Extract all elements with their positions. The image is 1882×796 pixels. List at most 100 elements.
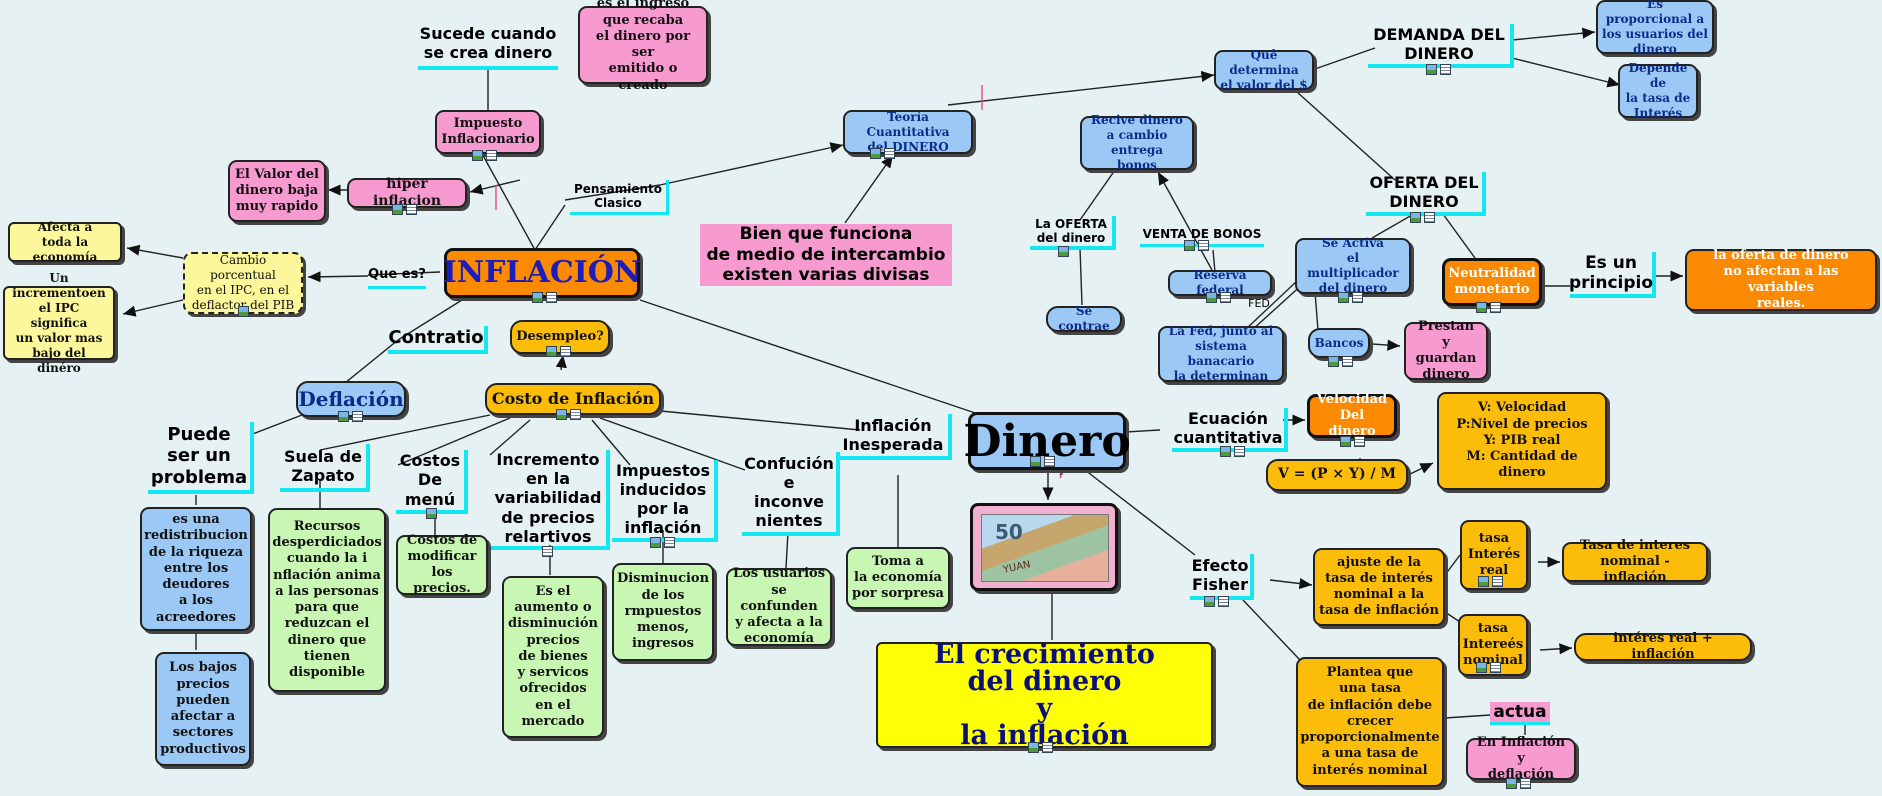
image-icon[interactable] <box>1204 596 1215 607</box>
recive-dinero-node[interactable]: Recive dinero a cambio entrega bonos <box>1080 116 1194 170</box>
image-icon[interactable] <box>426 508 437 519</box>
teoria-cuantitativa-node[interactable]: Teoría Cuantitativa del DINERO <box>843 110 973 154</box>
image-icon[interactable] <box>1030 456 1041 467</box>
toma-sorpresa-node[interactable]: Toma a la economía por sorpresa <box>846 547 950 609</box>
title-line-1: El crecimiento <box>934 641 1155 668</box>
tasa-nominal-def-node[interactable]: intéres real + inflación <box>1574 633 1752 661</box>
depende-tasa-node[interactable]: Depende de la tasa de Interés <box>1618 64 1698 118</box>
image-icon[interactable] <box>338 411 349 422</box>
inflacion-inesperada-label: Inflación Inesperada <box>838 414 952 460</box>
bajos-precios-node[interactable]: Los bajos precios pueden afectar a secto… <box>155 652 251 766</box>
aumento-disminucion-node[interactable]: Es el aumento o disminución precios de b… <box>502 576 604 738</box>
confucion-label: Confución e inconve nientes <box>742 452 840 536</box>
incremento-variabilidad-label: Incremento en la variabilidad de precios… <box>490 450 610 550</box>
image-icon[interactable] <box>1340 436 1351 447</box>
note-icon[interactable] <box>1198 240 1209 251</box>
image-icon[interactable] <box>556 409 567 420</box>
note-icon[interactable] <box>1218 596 1229 607</box>
en-inflacion-deflacion-node[interactable]: En Inflación y deflación <box>1466 738 1576 780</box>
image-icon[interactable] <box>238 306 249 317</box>
proporcional-usuarios-node[interactable]: Es proporcional a los usuarios del diner… <box>1596 0 1714 54</box>
variables-node[interactable]: V: Velocidad P:Nivel de precios Y: PIB r… <box>1437 392 1607 490</box>
note-icon[interactable] <box>1354 436 1365 447</box>
velocidad-dinero-node[interactable]: Velocidad Del dinero <box>1307 394 1397 438</box>
impuesto-inflacionario-node[interactable]: Impuesto Inflacionario <box>435 110 541 154</box>
image-icon[interactable] <box>532 292 543 303</box>
note-icon[interactable] <box>1352 292 1363 303</box>
incremento-ipc-node[interactable]: Un incrementoen el IPC significa un valo… <box>3 286 115 360</box>
image-icon[interactable] <box>1338 292 1349 303</box>
note-icon[interactable] <box>1440 64 1451 75</box>
note-icon[interactable] <box>406 204 417 215</box>
title-line-3: y <box>1037 695 1053 722</box>
deflacion-node[interactable]: Deflación <box>296 381 406 417</box>
se-contrae-node[interactable]: Se contrae <box>1046 306 1122 332</box>
es-un-principio-label: Es un principio <box>1570 252 1656 298</box>
image-icon[interactable] <box>1478 576 1489 587</box>
note-icon[interactable] <box>1492 576 1503 587</box>
money-image: 50 YUAN <box>970 503 1118 591</box>
image-icon[interactable] <box>1476 662 1487 673</box>
image-icon[interactable] <box>870 148 881 159</box>
la-oferta-label: La OFERTA del dinero <box>1030 216 1116 250</box>
la-fed-node[interactable]: La Fed, junto al sistema banacario la de… <box>1158 326 1284 382</box>
note-icon[interactable] <box>664 537 675 548</box>
disminucion-impuestos-node[interactable]: Disminucion de los rmpuestos menos, ingr… <box>612 563 714 661</box>
bancos-node[interactable]: Bancos <box>1308 328 1370 358</box>
neutralidad-node[interactable]: Neutralidad monetario <box>1442 258 1542 306</box>
note-icon[interactable] <box>1424 212 1435 223</box>
image-icon[interactable] <box>1184 240 1195 251</box>
afecta-economia-node[interactable]: Afecta a toda la economía <box>8 222 122 262</box>
image-icon[interactable] <box>546 346 557 357</box>
note-icon[interactable] <box>486 150 497 161</box>
note-icon[interactable] <box>1042 742 1053 753</box>
costos-modificar-node[interactable]: Costos de modificar los precios. <box>396 535 488 595</box>
image-icon[interactable] <box>1058 246 1069 257</box>
note-icon[interactable] <box>546 292 557 303</box>
note-icon[interactable] <box>884 148 895 159</box>
fed-label: FED <box>1244 296 1274 312</box>
image-icon[interactable] <box>1328 356 1339 367</box>
se-activa-node[interactable]: Se Activa el multiplicador del dinero <box>1295 238 1411 294</box>
valor-dinero-baja-node[interactable]: El Valor del dinero baja muy rapido <box>228 160 326 222</box>
note-icon[interactable] <box>1220 292 1231 303</box>
recursos-desperdiciados-node[interactable]: Recursos desperdiciados cuando la i nfla… <box>268 508 386 692</box>
image-icon[interactable] <box>1426 64 1437 75</box>
ajuste-tasa-node[interactable]: ajuste de la tasa de interés nominal a l… <box>1313 548 1445 626</box>
image-icon[interactable] <box>392 204 403 215</box>
pensamiento-clasico-label: Pensamiento Clasico <box>570 180 669 215</box>
formula-node[interactable]: V = (P × Y) / M <box>1266 459 1408 491</box>
que-determina-node[interactable]: Quê determina el valor del $ <box>1214 50 1314 90</box>
redistribucion-node[interactable]: es una redistribucion de la riqueza entr… <box>140 507 252 631</box>
oferta-no-afectan-node[interactable]: la oferta de dinero no afectan a las var… <box>1685 249 1877 311</box>
image-icon[interactable] <box>1206 292 1217 303</box>
image-icon[interactable] <box>1476 302 1487 313</box>
image-icon[interactable] <box>650 537 661 548</box>
note-icon[interactable] <box>1234 446 1245 457</box>
note-icon[interactable] <box>1520 778 1531 789</box>
note-icon[interactable] <box>570 409 581 420</box>
ingreso-node[interactable]: es el ingreso que recaba el dinero por s… <box>578 6 708 84</box>
cambio-porcentual-node[interactable]: Cambio porcentual en el IPC, en el defla… <box>183 252 303 314</box>
prestan-node[interactable]: Prestan y guardan dinero <box>1404 322 1488 380</box>
note-icon[interactable] <box>1490 302 1501 313</box>
tasa-real-def-node[interactable]: Tasa de interes nominal - inflación <box>1562 542 1708 582</box>
usuarios-confunden-node[interactable]: Los usuarios se confunden y afecta a la … <box>726 568 832 646</box>
image-icon[interactable] <box>472 150 483 161</box>
note-icon[interactable] <box>1342 356 1353 367</box>
image-icon[interactable] <box>1220 446 1231 457</box>
title-line-2: del dinero <box>968 668 1122 695</box>
note-icon[interactable] <box>1490 662 1501 673</box>
sucede-cuando-label: Sucede cuando se crea dinero <box>418 20 558 70</box>
note-icon[interactable] <box>352 411 363 422</box>
image-icon[interactable] <box>1410 212 1421 223</box>
oferta-dinero-label: OFERTA DEL DINERO <box>1366 172 1486 216</box>
image-icon[interactable] <box>1506 778 1517 789</box>
note-icon[interactable] <box>542 546 553 557</box>
image-icon[interactable] <box>1028 742 1039 753</box>
note-icon[interactable] <box>1044 456 1055 467</box>
plantea-node[interactable]: Plantea que una tasa de inflación debe c… <box>1296 657 1444 787</box>
note-icon[interactable] <box>560 346 571 357</box>
inflacion-node[interactable]: INFLACIÓN <box>444 248 640 298</box>
demanda-dinero-label: DEMANDA DEL DINERO <box>1368 24 1514 68</box>
